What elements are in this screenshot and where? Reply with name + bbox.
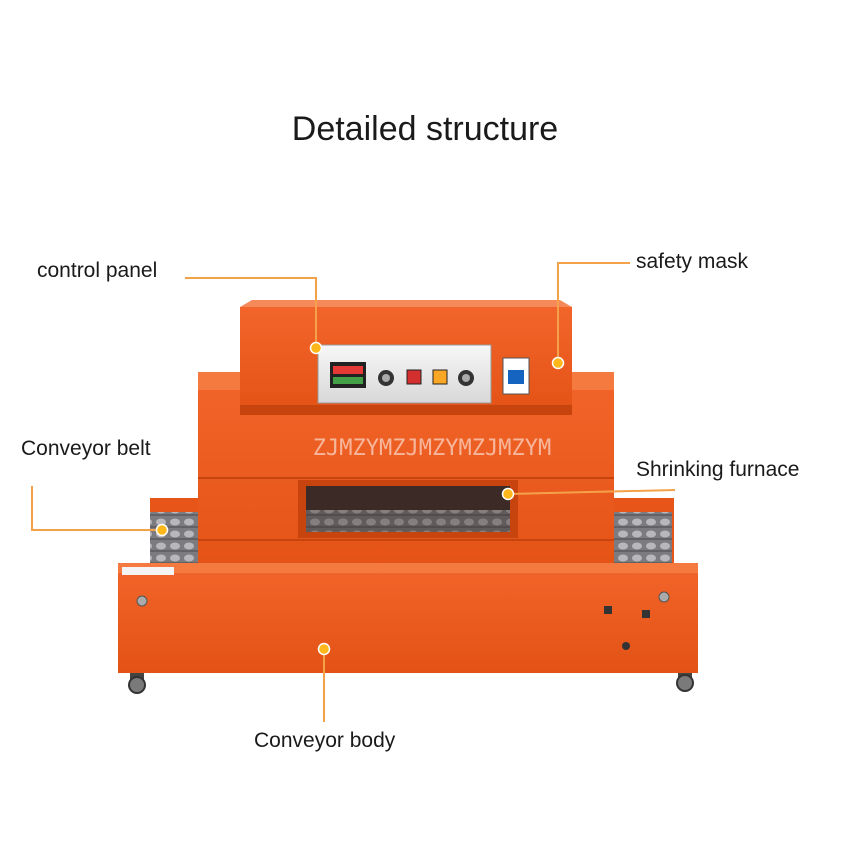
- right-caster-wheel: [676, 674, 694, 692]
- callout-dot-conveyor-belt: [155, 523, 169, 537]
- label-shrinking-furnace: Shrinking furnace: [636, 458, 800, 481]
- label-safety-mask: safety mask: [636, 250, 749, 273]
- callout-dot-shrinking-furnace: [501, 487, 515, 501]
- label-control-panel: control panel: [37, 259, 158, 282]
- watermark-text: ZJMZYMZJMZYMZJMZYM: [313, 436, 551, 461]
- power-switch: [406, 369, 422, 385]
- leader-safety-mask: [557, 262, 630, 362]
- callout-dot-control-panel: [309, 341, 323, 355]
- left-caster-wheel: [128, 676, 146, 694]
- conveyor-body: [118, 563, 698, 673]
- diagram-title: Detailed structure: [291, 110, 559, 148]
- right-conveyor-belt: [612, 512, 672, 575]
- leader-control-panel: [185, 277, 317, 347]
- heater-switch: [432, 369, 448, 385]
- nameplate: [122, 567, 174, 575]
- label-conveyor-body: Conveyor body: [254, 729, 396, 752]
- temperature-display: [330, 362, 366, 388]
- callout-dot-conveyor-body: [317, 642, 331, 656]
- label-conveyor-belt: Conveyor belt: [21, 437, 151, 460]
- leader-shrinking-furnace: [507, 489, 676, 495]
- leader-conveyor-belt: [31, 486, 156, 531]
- callout-dot-safety-mask: [551, 356, 565, 370]
